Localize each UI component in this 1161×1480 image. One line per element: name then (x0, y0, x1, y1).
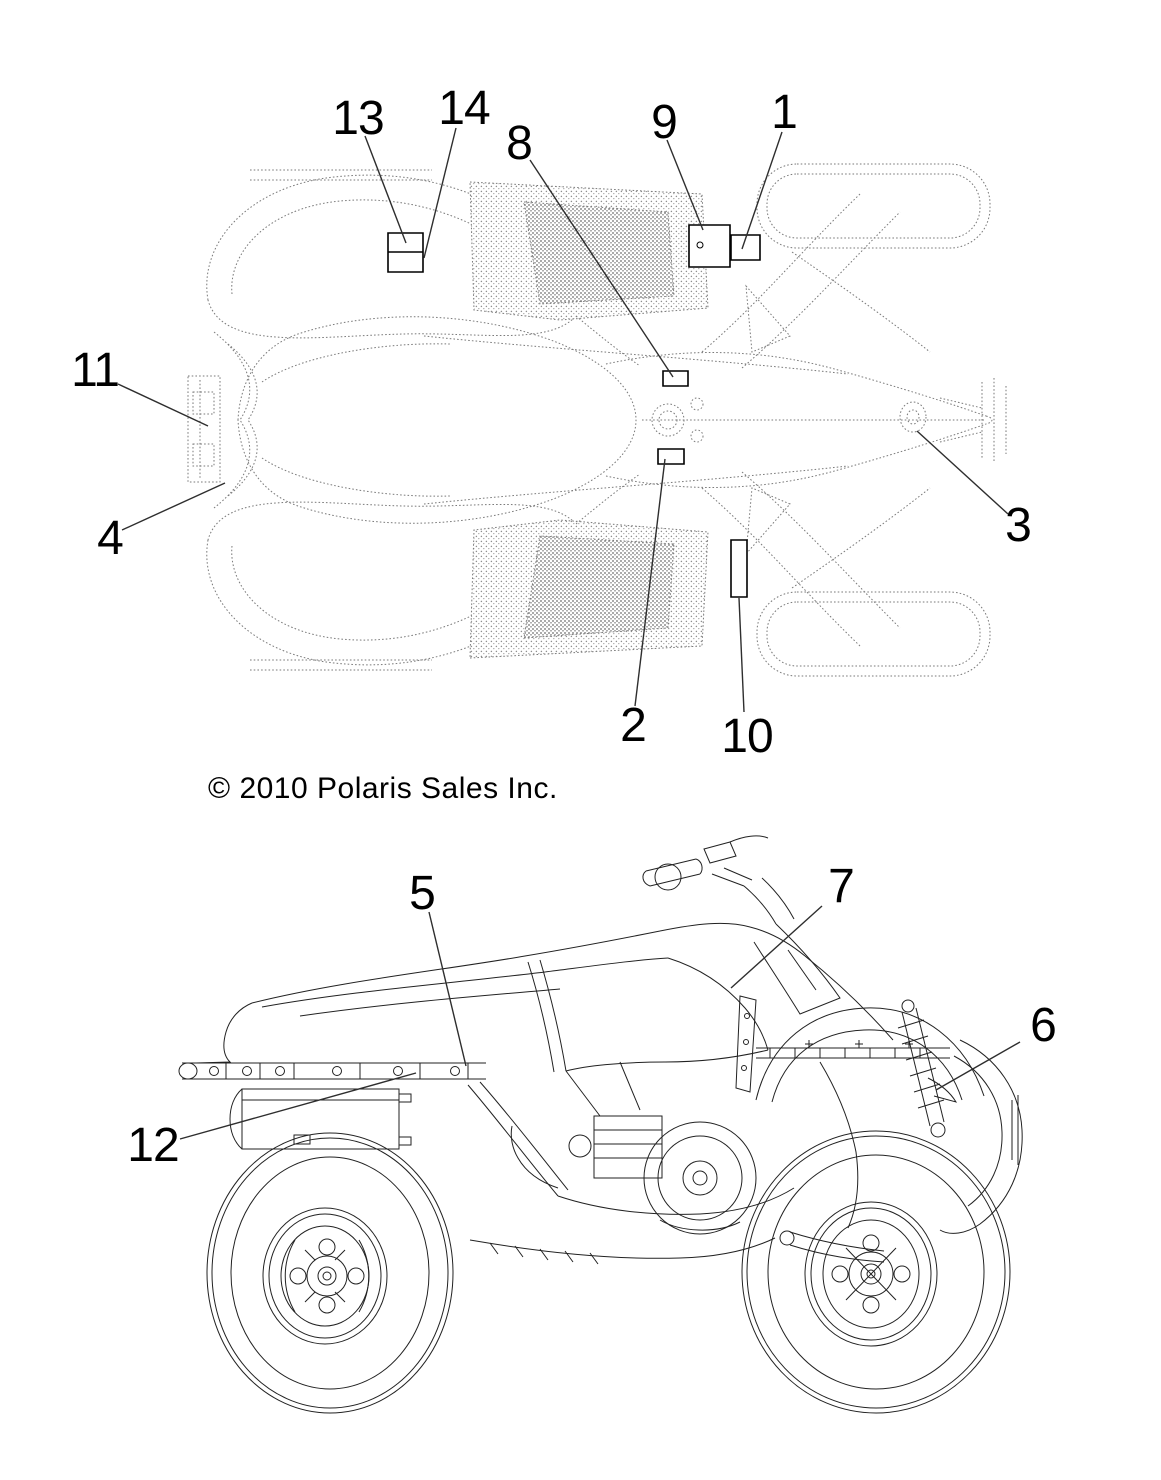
leader-line-4 (121, 482, 226, 531)
leader-line-12 (179, 1072, 417, 1140)
leader-line-6 (935, 1041, 1021, 1091)
leader-line-1 (741, 131, 783, 250)
callout-1: 1 (771, 86, 798, 139)
leader-line-9 (666, 139, 704, 231)
callout-13: 13 (332, 92, 384, 145)
decal-box-9 (688, 224, 731, 268)
decal-box-9-mark (696, 241, 704, 249)
leader-line-11 (117, 383, 209, 427)
leader-line-7 (730, 905, 823, 989)
callout-7: 7 (828, 860, 855, 913)
atv-top-view-drawing (187, 163, 1007, 677)
decal-box-1 (730, 234, 761, 261)
callout-14: 14 (438, 82, 490, 135)
callout-9: 9 (651, 96, 678, 149)
leader-line-14 (423, 127, 457, 259)
callout-10: 10 (721, 710, 773, 763)
callout-12: 12 (127, 1119, 179, 1172)
leader-line-10 (738, 597, 745, 713)
callout-5: 5 (409, 867, 436, 920)
callout-4: 4 (97, 512, 124, 565)
copyright-text: © 2010 Polaris Sales Inc. (208, 772, 558, 805)
callout-6: 6 (1030, 999, 1057, 1052)
callout-11: 11 (71, 344, 120, 397)
leader-line-13 (364, 135, 407, 244)
leader-line-3 (916, 430, 1009, 515)
leader-lines (117, 127, 1021, 1140)
leader-line-5 (428, 911, 467, 1067)
decal-location-boxes-top (387, 224, 761, 598)
leader-line-2 (634, 458, 666, 707)
atv-side-view-drawing (178, 835, 1023, 1414)
decal-box-2 (657, 448, 685, 465)
callout-2: 2 (620, 699, 647, 752)
leader-line-8 (529, 159, 674, 378)
decal-box-10 (730, 539, 748, 598)
decal-box-8 (662, 370, 689, 387)
callout-8: 8 (506, 117, 533, 170)
callout-3: 3 (1005, 499, 1032, 552)
